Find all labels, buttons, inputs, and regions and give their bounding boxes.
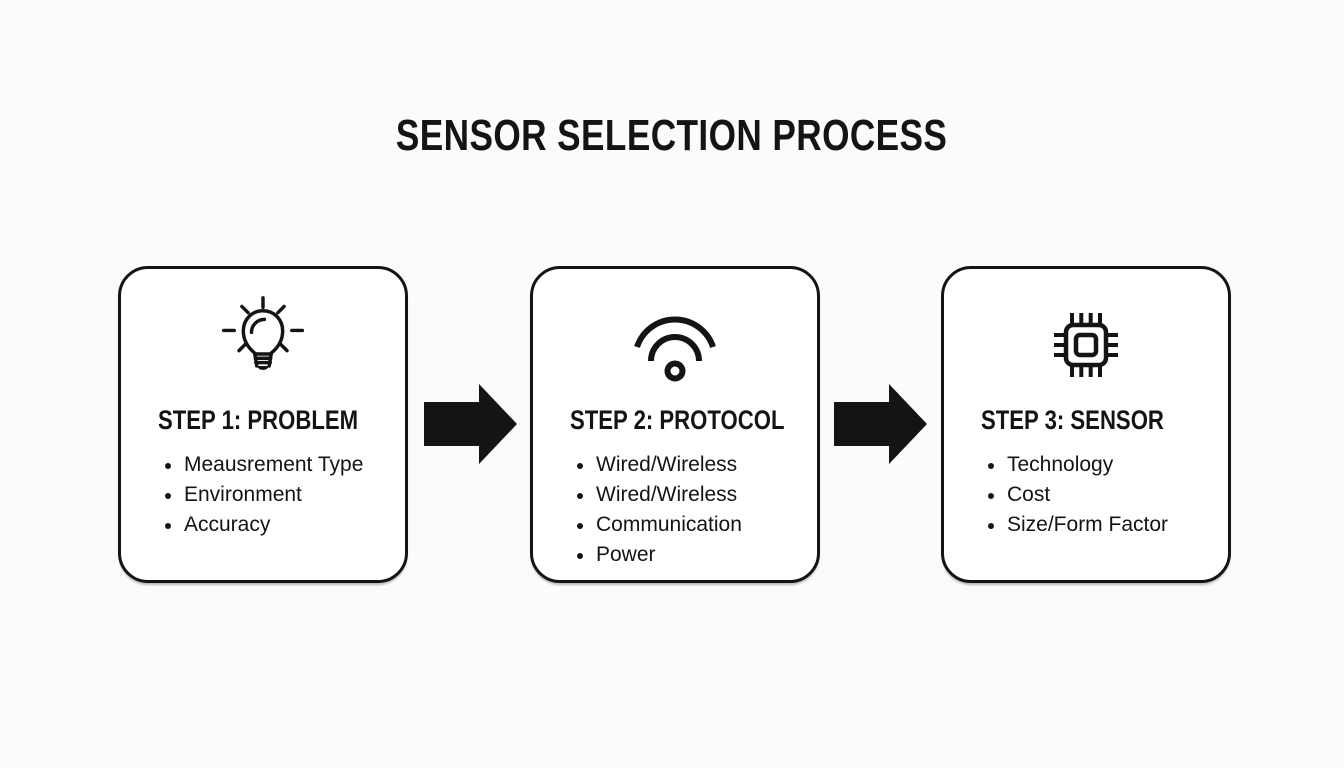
chip-icon (1054, 313, 1118, 377)
step-1-list: Meausrement Type Environment Accuracy (161, 450, 363, 540)
step-1-icon-row (121, 293, 405, 389)
step-1-heading: STEP 1: PROBLEM (158, 405, 402, 436)
list-item: Size/Form Factor (984, 510, 1168, 540)
right-arrow-icon (834, 384, 927, 464)
list-item-text: Meausrement Type (184, 453, 364, 476)
list-item: Cost (984, 480, 1168, 510)
list-item: Communication (573, 510, 742, 540)
step-2-list: Wired/Wireless Wired/Wireless Communicat… (573, 450, 742, 570)
step-3-heading-text: STEP 3: SENSOR (981, 405, 1164, 435)
bullet-dot (165, 462, 171, 469)
step-1-heading-text: STEP 1: PROBLEM (158, 405, 359, 435)
bullet-dot (165, 522, 171, 529)
list-item-text: Communication (596, 513, 742, 536)
bullet-dot (988, 522, 994, 529)
list-item: Meausrement Type (161, 450, 363, 480)
bullet-dot (577, 462, 583, 469)
bullet-dot (577, 522, 583, 529)
list-item-text: Cost (1007, 483, 1051, 506)
step-1-card: STEP 1: PROBLEM Meausrement Type Environ… (118, 266, 408, 583)
list-item: Technology (984, 450, 1168, 480)
list-item: Environment (161, 480, 363, 510)
list-item: Accuracy (161, 510, 363, 540)
list-item-text: Wired/Wireless (596, 453, 738, 476)
list-item-text: Environment (184, 483, 302, 506)
list-item-text: Wired/Wireless (596, 483, 738, 506)
list-item: Wired/Wireless (573, 480, 742, 510)
list-item: Wired/Wireless (573, 450, 742, 480)
wifi-icon (634, 316, 716, 382)
list-item-text: Technology (1007, 453, 1114, 476)
page-title: SENSOR SELECTION PROCESS (0, 111, 1344, 160)
list-item-text: Power (596, 543, 656, 566)
step-2-card: STEP 2: PROTOCOL Wired/Wireless Wired/Wi… (530, 266, 820, 583)
list-item-text: Accuracy (184, 513, 271, 536)
bullet-dot (577, 552, 583, 559)
lightbulb-icon (221, 296, 305, 370)
bullet-dot (165, 492, 171, 499)
bullet-dot (988, 462, 994, 469)
step-2-icon-row (533, 311, 817, 383)
bullet-dot (577, 492, 583, 499)
step-2-heading-text: STEP 2: PROTOCOL (570, 405, 785, 435)
step-3-list: Technology Cost Size/Form Factor (984, 450, 1168, 540)
bullet-dot (988, 492, 994, 499)
step-3-icon-row (944, 303, 1228, 387)
page-title-text: SENSOR SELECTION PROCESS (396, 111, 948, 160)
right-arrow-icon (424, 384, 517, 464)
list-item: Power (573, 540, 742, 570)
step-2-heading: STEP 2: PROTOCOL (570, 405, 832, 436)
step-3-heading: STEP 3: SENSOR (981, 405, 1204, 436)
step-3-card: STEP 3: SENSOR Technology Cost Size/Form… (941, 266, 1231, 583)
list-item-text: Size/Form Factor (1007, 513, 1169, 536)
